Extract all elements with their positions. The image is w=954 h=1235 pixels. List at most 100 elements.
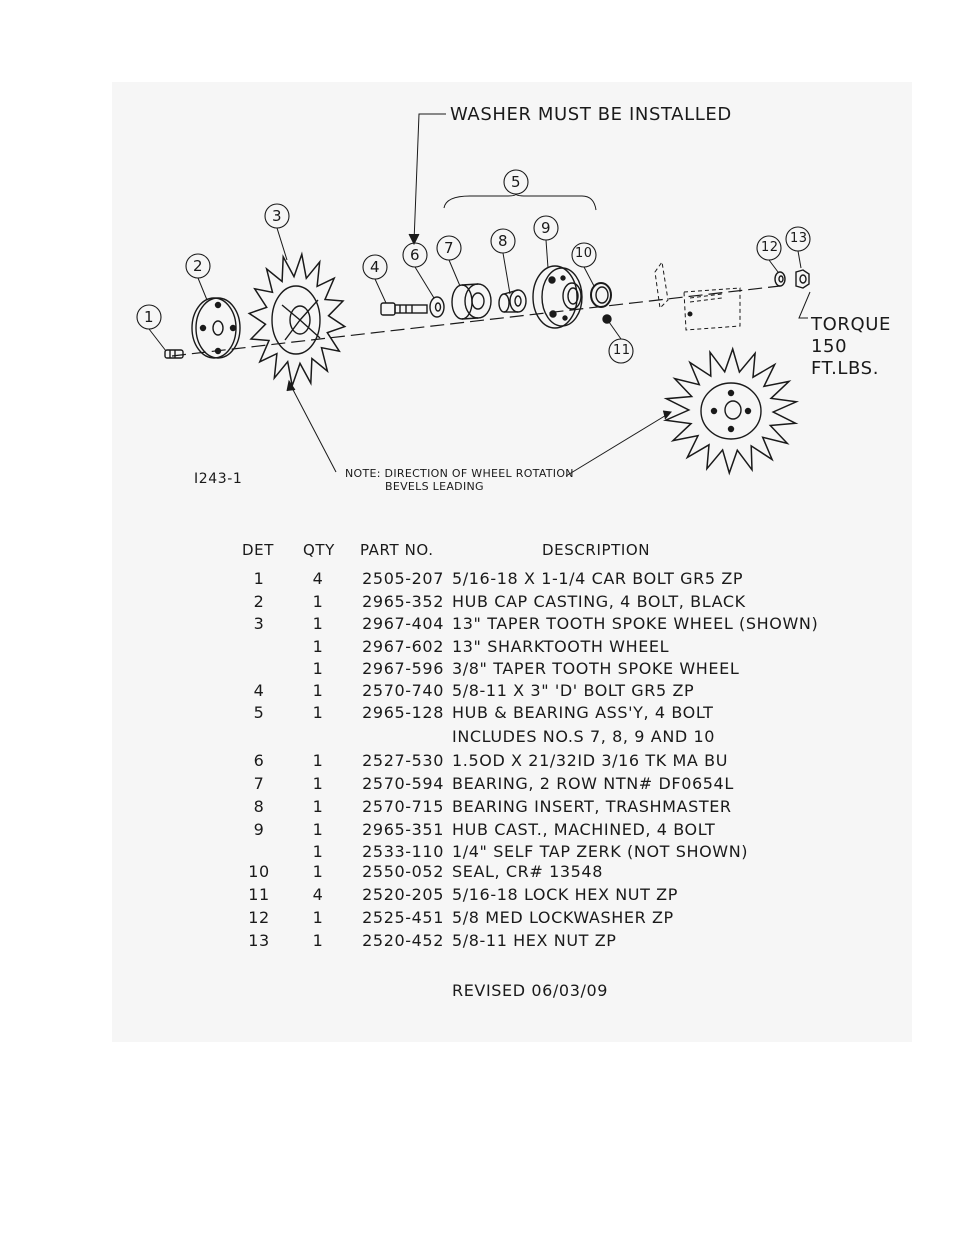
description-cell: 5/8-11 X 3" 'D' BOLT GR5 ZP — [452, 681, 695, 700]
torque-label: TORQUE — [811, 314, 891, 335]
qty-cell: 1 — [312, 908, 324, 927]
description-cell: 1.5OD X 21/32ID 3/16 TK MA BU — [452, 751, 729, 770]
part-no-cell: 2570-740 — [362, 681, 444, 700]
header-desc: DESCRIPTION — [542, 541, 651, 559]
callout-9: 9 — [541, 219, 552, 237]
torque-unit: FT.LBS. — [811, 358, 880, 379]
leader-lines — [148, 113, 811, 477]
part-no-cell: 2527-530 — [362, 751, 444, 770]
description-cell: HUB CAP CASTING, 4 BOLT, BLACK — [452, 592, 746, 611]
det-cell: 10 — [248, 862, 270, 881]
callout-13: 13 — [790, 231, 808, 246]
part-no-cell: 2505-207 — [362, 569, 444, 588]
part-no-cell: 2533-110 — [362, 842, 444, 861]
description-cell: 3/8" TAPER TOOTH SPOKE WHEEL — [452, 659, 740, 678]
description-cell: HUB & BEARING ASS'Y, 4 BOLT — [452, 703, 714, 722]
det-cell: 9 — [253, 820, 265, 839]
spoke-wheel-part-3 — [247, 251, 347, 389]
washer-part-6 — [429, 296, 445, 318]
hub-cap-casting-part-2 — [191, 297, 241, 359]
sharktooth-wheel-view — [662, 346, 800, 476]
part-no-cell: 2967-404 — [362, 614, 444, 633]
table-row: INCLUDES NO.S 7, 8, 9 AND 10 — [0, 727, 954, 749]
part-no-cell: 2965-128 — [362, 703, 444, 722]
qty-cell: 1 — [312, 659, 324, 678]
table-row: 6 1 2527-530 1.5OD X 21/32ID 3/16 TK MA BU — [0, 751, 954, 773]
det-cell: 5 — [253, 703, 265, 722]
rotation-note-line-2: BEVELS LEADING — [385, 480, 484, 493]
det-cell: 3 — [253, 614, 265, 633]
description-cell: 1/4" SELF TAP ZERK (NOT SHOWN) — [452, 842, 749, 861]
det-cell: 13 — [248, 931, 270, 950]
rotation-note-line-1: NOTE: DIRECTION OF WHEEL ROTATION — [345, 467, 574, 480]
assembly-axis-line — [171, 285, 781, 357]
description-cell: 5/8 MED LOCKWASHER ZP — [452, 908, 674, 927]
table-row: 12 1 2525-451 5/8 MED LOCKWASHER ZP — [0, 908, 954, 930]
lock-nut-part-11 — [602, 314, 612, 324]
det-cell: 1 — [253, 569, 265, 588]
callout-7: 7 — [444, 239, 455, 257]
callout-3: 3 — [272, 207, 283, 225]
qty-cell: 1 — [312, 842, 324, 861]
header-part: PART NO. — [360, 541, 434, 559]
qty-cell: 1 — [312, 774, 324, 793]
description-cell: BEARING INSERT, TRASHMASTER — [452, 797, 732, 816]
callout-8: 8 — [498, 232, 509, 250]
scan-background — [112, 82, 912, 1042]
callout-5: 5 — [511, 173, 522, 191]
part-no-cell: 2520-205 — [362, 885, 444, 904]
callout-1: 1 — [144, 308, 155, 326]
torque-value: 150 — [811, 336, 848, 357]
qty-cell: 1 — [312, 614, 324, 633]
det-cell: 12 — [248, 908, 270, 927]
part-no-cell: 2525-451 — [362, 908, 444, 927]
qty-cell: 4 — [312, 885, 324, 904]
det-cell: 6 — [253, 751, 265, 770]
qty-cell: 4 — [312, 569, 324, 588]
qty-cell: 1 — [312, 681, 324, 700]
qty-cell: 1 — [312, 592, 324, 611]
callout-11: 11 — [613, 343, 631, 358]
callout-10: 10 — [575, 246, 593, 261]
det-cell: 4 — [253, 681, 265, 700]
description-cell: 13" TAPER TOOTH SPOKE WHEEL (SHOWN) — [452, 614, 819, 633]
arm-mount-outline — [654, 260, 741, 331]
callout-12: 12 — [761, 240, 779, 255]
callout-2: 2 — [193, 257, 204, 275]
qty-cell: 1 — [312, 820, 324, 839]
description-cell: BEARING, 2 ROW NTN# DF0654L — [452, 774, 734, 793]
seal-part-10 — [590, 282, 612, 308]
callout-6: 6 — [410, 246, 421, 264]
table-row: 4 1 2570-740 5/8-11 X 3" 'D' BOLT GR5 ZP — [0, 681, 954, 703]
description-cell: 13" SHARKTOOTH WHEEL — [452, 637, 670, 656]
part-no-cell: 2967-602 — [362, 637, 444, 656]
description-cell: SEAL, CR# 13548 — [452, 862, 603, 881]
washer-note: WASHER MUST BE INSTALLED — [450, 104, 732, 125]
description-cell: 5/8-11 HEX NUT ZP — [452, 931, 617, 950]
det-cell: 2 — [253, 592, 265, 611]
header-det: DET — [242, 541, 274, 559]
description-cell: 5/16-18 LOCK HEX NUT ZP — [452, 885, 678, 904]
callout-circles — [136, 169, 811, 364]
qty-cell: 1 — [312, 751, 324, 770]
det-cell: 7 — [253, 774, 265, 793]
header-qty: QTY — [303, 541, 335, 559]
qty-cell: 1 — [312, 931, 324, 950]
carriage-bolt-part-1 — [164, 349, 184, 359]
lockwasher-part-12 — [774, 271, 786, 287]
description-cell: INCLUDES NO.S 7, 8, 9 AND 10 — [452, 727, 716, 746]
d-bolt-part-4 — [380, 302, 428, 316]
part-no-cell: 2550-052 — [362, 862, 444, 881]
bearing-part-7 — [451, 283, 492, 320]
